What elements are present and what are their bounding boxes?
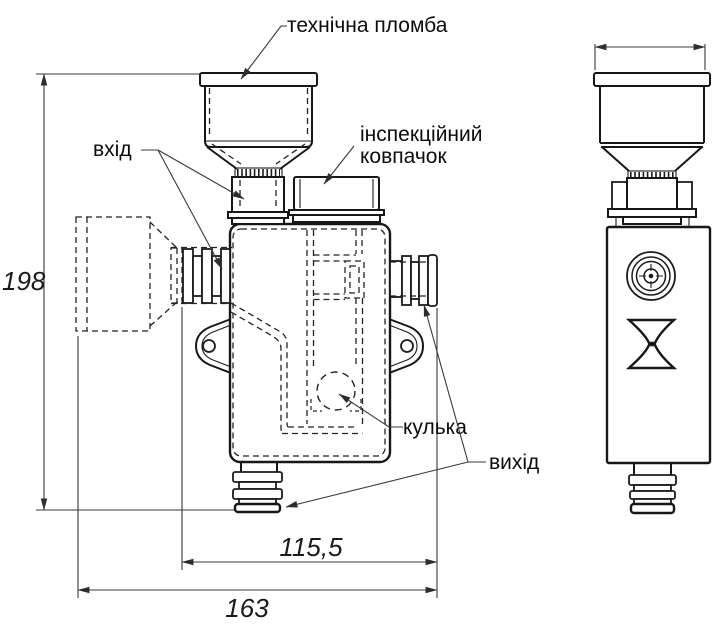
ear-hole-left: [202, 339, 216, 353]
inlet-barb-left: [170, 246, 232, 305]
ear-hole-right: [400, 339, 414, 353]
side-body: [605, 225, 712, 465]
dim-width-total-value: 163: [225, 593, 269, 623]
valve-body: [228, 222, 392, 464]
dimension-width-total: 163: [77, 336, 438, 623]
side-port-circles: [626, 251, 676, 301]
ball-seat: [310, 399, 362, 412]
callout-inlet: вхід: [93, 138, 245, 270]
seal-knurl-band: [234, 167, 283, 178]
inspection-cap: [288, 176, 385, 223]
dim-height-value: 198: [2, 266, 46, 296]
funnel-seal-cup: [199, 72, 318, 225]
phantom-fitting: [75, 216, 178, 332]
callout-technical-seal: технічна пломба: [240, 14, 448, 80]
label-inspection-cap-line2: ковпачок: [360, 145, 447, 168]
side-bracket-hourglass: [625, 318, 678, 370]
callout-inspection-cap: інспекційний ковпачок: [323, 123, 482, 185]
side-view: [593, 72, 712, 515]
side-outlet-barb: [628, 463, 677, 515]
label-outlet: вихід: [489, 451, 539, 474]
label-ball: кулька: [403, 416, 467, 439]
callouts: технічна пломба вхід інспекційний ковпач…: [93, 14, 539, 508]
side-seal-band: [627, 170, 677, 179]
label-inspection-cap-line1: інспекційний: [360, 123, 482, 146]
mounting-ear-left: [194, 317, 232, 375]
dimension-height-198: 198: [2, 73, 236, 511]
side-funnel: [593, 72, 711, 227]
dimension-side-top: [594, 43, 706, 70]
dim-width-inner-value: 115,5: [279, 532, 343, 562]
mounting-ear-right: [388, 317, 425, 375]
check-ball: [316, 371, 356, 411]
label-inlet: вхід: [93, 138, 132, 161]
callout-ball: кулька: [338, 393, 467, 439]
outlet-barb-right: [389, 254, 438, 307]
label-technical-seal: технічна пломба: [287, 14, 448, 37]
outlet-barb-bottom: [232, 462, 283, 514]
dimension-width-inner: 115,5: [181, 307, 438, 598]
callout-outlet: вихід: [285, 304, 539, 508]
